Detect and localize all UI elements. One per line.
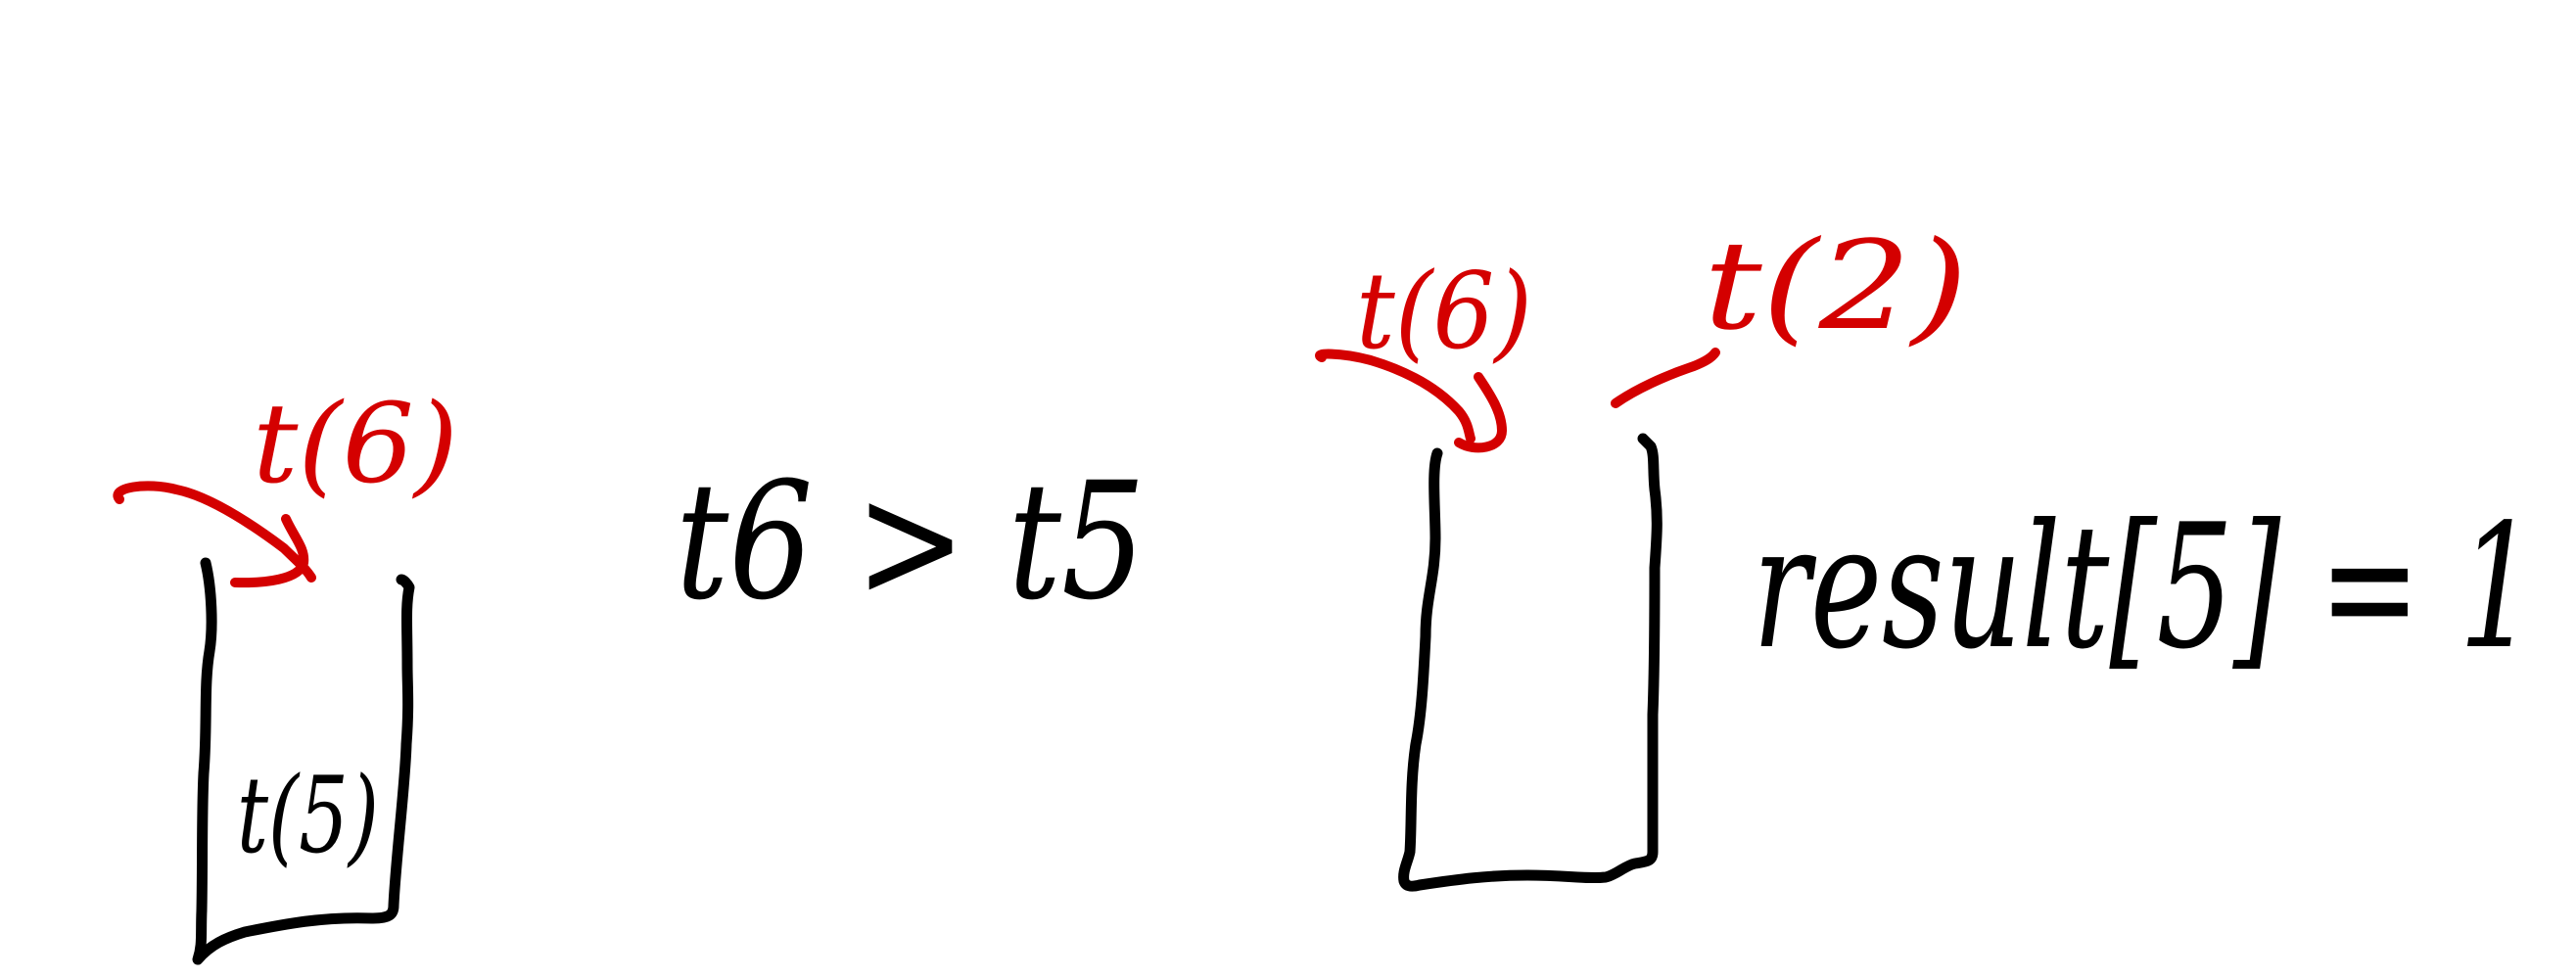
left-stack: t(5)	[192, 557, 415, 965]
right-stack	[1398, 433, 1663, 892]
left-push-annotation: t(6)	[113, 381, 458, 588]
result-text: result[5] = 1	[1753, 489, 2536, 687]
left-stack-outline	[192, 557, 415, 965]
right-stack-outline	[1398, 433, 1663, 892]
right-push-annotation: t(6)	[1315, 251, 1532, 453]
left-stack-inside-label: t(5)	[237, 755, 379, 877]
left-push-arrow-hook	[230, 514, 309, 588]
left-push-label: t(6)	[253, 381, 458, 508]
right-push-label: t(6)	[1356, 251, 1532, 373]
right-next-arrow	[1611, 348, 1720, 408]
right-push-arrow	[1315, 349, 1475, 443]
right-next-label: t(2)	[1704, 215, 1968, 357]
left-push-arrow	[113, 481, 316, 583]
comparison-text: t6 > t5	[676, 447, 1146, 635]
right-next-annotation: t(2)	[1611, 215, 1968, 408]
right-push-arrow-hook	[1454, 372, 1507, 453]
